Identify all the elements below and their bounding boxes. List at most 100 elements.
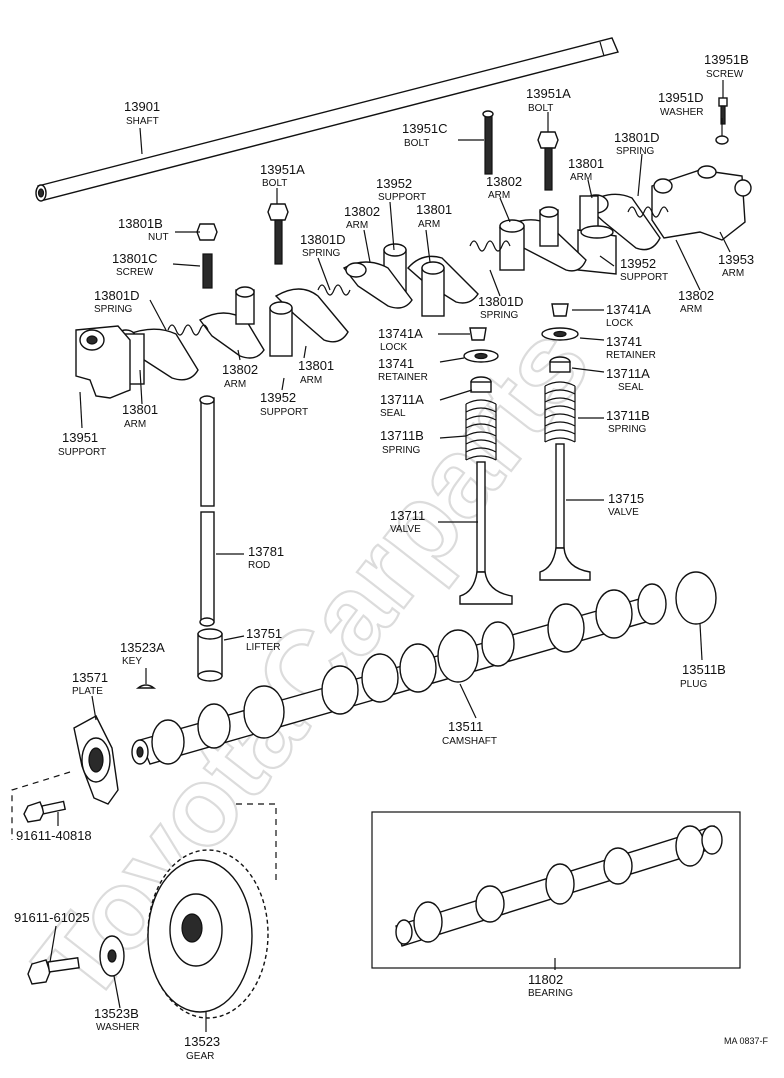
thrust-plate-13571	[73, 715, 119, 805]
part-number: 13802	[678, 288, 714, 303]
label-13711a-seal-right: 13711A SEAL	[606, 366, 650, 393]
part-number: 13751	[246, 626, 282, 641]
label-13741a-lock-right: 13741A LOCK	[606, 302, 651, 329]
spring-13801d-center	[469, 240, 511, 252]
part-number: 13951B	[704, 52, 749, 67]
part-number: 13741	[606, 334, 642, 349]
part-name: SPRING	[616, 146, 655, 157]
label-13523a-key: 13523A KEY	[120, 640, 165, 667]
label-13801-arm-middle: 13801 ARM	[416, 202, 452, 230]
label-13951-support: 13951 SUPPORT	[58, 430, 106, 458]
part-name: SPRING	[382, 445, 421, 456]
left-rocker-arms	[114, 286, 349, 385]
label-13951d-washer: 13951D WASHER	[658, 90, 704, 118]
label-13751-lifter: 13751 LIFTER	[246, 626, 282, 653]
part-name: ARM	[418, 219, 440, 230]
part-number: 13523	[184, 1034, 220, 1049]
label-13802-arm-top: 13802 ARM	[486, 174, 522, 201]
part-number: 13802	[344, 204, 380, 219]
bolt-13951a-left	[267, 203, 289, 265]
part-name: ARM	[680, 304, 702, 315]
label-13802-arm-right: 13802 ARM	[678, 288, 714, 315]
part-number: 13901	[124, 99, 160, 114]
part-number: 13741A	[378, 326, 423, 341]
part-name: ARM	[300, 375, 322, 386]
part-name: SHAFT	[126, 116, 159, 127]
bolt-13951a-right	[537, 131, 559, 191]
label-13953-arm: 13953 ARM	[718, 252, 754, 279]
label-13711b-spring-right: 13711B SPRING	[606, 408, 650, 435]
part-number: 13711	[390, 508, 425, 523]
spring-13711b-right	[544, 381, 576, 443]
label-13801-arm-far-left: 13801 ARM	[122, 402, 158, 430]
label-13951a-bolt-right: 13951A BOLT	[526, 86, 571, 114]
part-name: GEAR	[186, 1051, 214, 1062]
washer-13523b	[99, 935, 125, 977]
part-number: 13801	[568, 156, 604, 171]
part-name: BEARING	[528, 988, 573, 999]
lock-13741a-left	[469, 327, 487, 341]
part-name: LOCK	[606, 318, 634, 329]
part-name: SPRING	[608, 424, 647, 435]
retainer-13741-left	[463, 349, 499, 363]
part-name: PLATE	[72, 686, 103, 697]
part-name: BOLT	[262, 178, 287, 189]
push-rod-13781	[199, 395, 215, 627]
part-name: SEAL	[618, 382, 644, 393]
label-13715-valve: 13715 VALVE	[608, 491, 644, 518]
label-13801d-spring-center: 13801D SPRING	[478, 294, 524, 321]
part-name: SCREW	[116, 267, 154, 278]
adjust-nut-screw	[196, 223, 218, 289]
center-rocker-arms	[407, 206, 587, 317]
label-13711a-seal-left: 13711A SEAL	[380, 392, 424, 419]
part-number: 13571	[72, 670, 108, 685]
part-name: ARM	[488, 190, 510, 201]
lifter-13751	[197, 628, 223, 682]
part-number: 13952	[260, 390, 296, 405]
part-name: SPRING	[94, 304, 133, 315]
bolt-91611-40818	[23, 800, 67, 823]
part-number: 13741	[378, 356, 414, 371]
label-13802-arm-left: 13802 ARM	[222, 362, 258, 390]
label-13801d-spring-right: 13801D SPRING	[614, 130, 660, 157]
part-name: SUPPORT	[378, 192, 426, 203]
part-number: 13801	[298, 358, 334, 373]
part-name: PLUG	[680, 679, 707, 690]
seal-13711a-right	[549, 356, 571, 373]
part-number: 13801C	[112, 251, 158, 266]
label-13952-support-middle: 13952 SUPPORT	[376, 176, 426, 203]
label-13901-shaft: 13901 SHAFT	[124, 99, 160, 127]
label-13801d-spring-left: 13801D SPRING	[94, 288, 140, 315]
part-number: 13781	[248, 544, 284, 559]
part-name: WASHER	[96, 1022, 140, 1033]
label-13523b-washer: 13523B WASHER	[94, 1006, 140, 1033]
label-13801c-screw: 13801C SCREW	[112, 251, 158, 278]
support-13952-middle	[342, 243, 413, 309]
part-number: 13711A	[606, 366, 650, 381]
part-number: 13951D	[658, 90, 704, 105]
part-number: 13511B	[682, 662, 726, 677]
part-number: 13711A	[380, 392, 424, 407]
part-name: SEAL	[380, 408, 406, 419]
spring-13801d-middle	[317, 284, 351, 296]
retainer-13741-right	[541, 327, 579, 341]
part-name: SUPPORT	[58, 447, 106, 458]
part-name: SCREW	[706, 69, 744, 80]
figure-code: MA 0837-F	[724, 1036, 769, 1046]
part-number: 13801B	[118, 216, 163, 231]
part-number: 13953	[718, 252, 754, 267]
label-13571-plate: 13571 PLATE	[72, 670, 108, 697]
part-number: 13523A	[120, 640, 165, 655]
part-name: SPRING	[480, 310, 519, 321]
bolt-91611-61025	[27, 957, 80, 985]
bearing-inset	[371, 811, 741, 969]
label-13741a-lock-left: 13741A LOCK	[378, 326, 423, 353]
label-13801-arm-right: 13801 ARM	[568, 156, 604, 183]
support-13951-left	[75, 325, 131, 399]
timing-gear-13523	[147, 849, 269, 1019]
part-name: RETAINER	[606, 350, 656, 361]
label-13711b-spring-left: 13711B SPRING	[380, 428, 424, 456]
part-number: 13952	[620, 256, 656, 271]
label-13802-arm-middle: 13802 ARM	[344, 204, 380, 231]
